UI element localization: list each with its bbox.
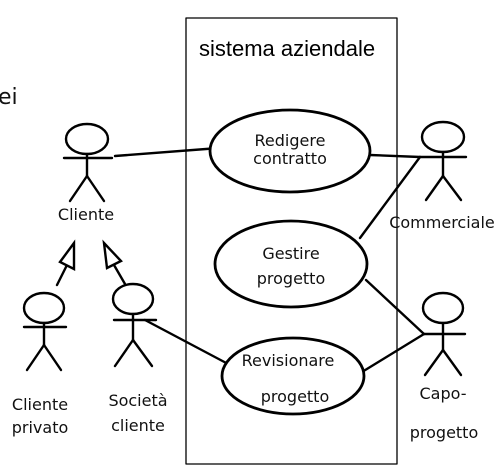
- actor-head: [420, 120, 466, 154]
- generalization-privato-to-cliente: [55, 239, 76, 287]
- actor-societa-cliente: Società cliente: [108, 282, 168, 435]
- actor-cliente-privato: Cliente privato: [12, 291, 69, 437]
- actor-cliente: Cliente: [58, 122, 114, 224]
- actor-label-line2: cliente: [111, 416, 165, 435]
- actor-head: [111, 282, 155, 316]
- actor-head: [64, 122, 110, 156]
- svg-text:progetto: progetto: [257, 269, 326, 288]
- system-title: sistema aziendale: [199, 36, 375, 61]
- svg-text:contratto: contratto: [253, 149, 327, 168]
- svg-text:progetto: progetto: [261, 387, 330, 406]
- system-boundary: [185, 17, 398, 465]
- associations: [113, 146, 426, 374]
- association-cliente-redigere: [113, 146, 221, 158]
- use-case-gestire-progetto: Gestire progetto: [213, 219, 369, 309]
- actor-head: [421, 291, 465, 325]
- association-revisionare-capo: [360, 332, 426, 374]
- association-gestire-capo: [364, 278, 426, 336]
- use-case-redigere-contratto: Redigere contratto: [208, 108, 372, 194]
- association-gestire-commerciale: [358, 155, 422, 240]
- actor-label: Cliente: [58, 205, 114, 224]
- svg-text:Gestire: Gestire: [262, 244, 319, 263]
- actor-capo-progetto: Capo- progetto: [410, 291, 479, 442]
- actor-head: [22, 291, 66, 325]
- association-redigere-commerciale: [368, 153, 422, 159]
- actor-label: Commerciale: [389, 213, 495, 232]
- actor-commerciale: Commerciale: [389, 120, 495, 232]
- association-societa-revisionare: [143, 318, 232, 367]
- generalization-societa-to-cliente: [102, 239, 127, 286]
- actor-label-line1: Società: [108, 391, 167, 410]
- actor-label-line2: progetto: [410, 423, 479, 442]
- use-case-revisionare-progetto: Revisionare progetto: [220, 336, 366, 416]
- svg-text:Redigere: Redigere: [255, 131, 326, 150]
- actor-label-line2: privato: [12, 418, 69, 437]
- actor-label-line1: Capo-: [420, 384, 467, 403]
- svg-text:Revisionare: Revisionare: [242, 351, 335, 370]
- cut-off-text: ei: [0, 85, 18, 110]
- actor-label-line1: Cliente: [12, 395, 68, 414]
